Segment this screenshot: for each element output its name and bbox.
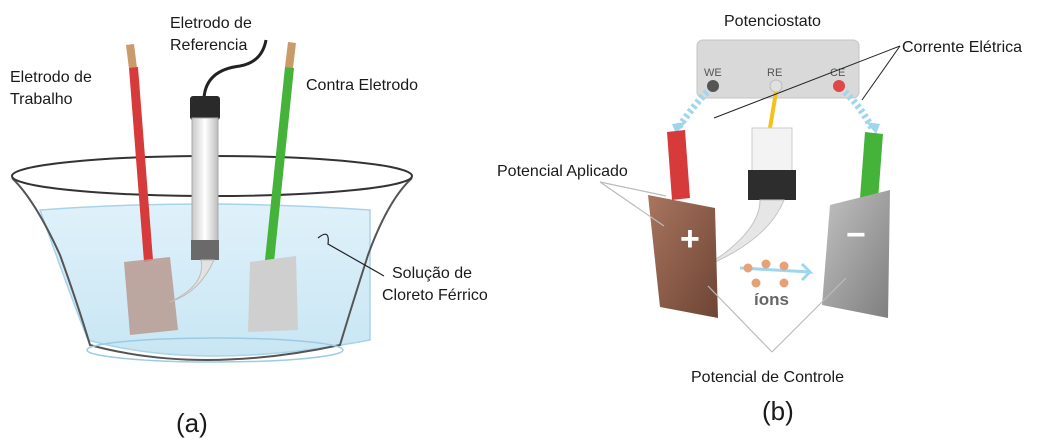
solution-label-line1: Solução de [392,265,472,282]
control-leader-1 [707,285,773,353]
we-lead [667,130,690,200]
cathode-minus-sign: − [846,216,866,254]
applied-leader-1 [599,181,667,197]
reference-electrode-cable [202,39,268,99]
working-electrode-label-line1: Eletrodo de [10,69,92,86]
solution-leader-line [317,233,385,277]
applied-potential-label: Potencial Aplicado [497,163,628,180]
terminal-we-label: WE [704,67,722,79]
ions-group: íons [739,259,814,309]
cathode-plate [822,190,890,318]
potentiostat-label: Potenciostato [724,13,821,30]
counter-electrode-label: Contra Eletrodo [306,77,418,94]
ion [779,261,789,271]
reference-electrode-cap [190,96,220,120]
control-potential-label: Potencial de Controle [691,369,844,386]
ref-electrode-b-capillary [705,199,785,267]
reference-electrode-label-line2: Referencia [170,37,247,54]
anode-plus-sign: + [680,220,700,258]
ion [779,278,789,288]
anode-plate [648,195,718,318]
terminal-ce-connector [833,80,845,92]
current-label: Corrente Elétrica [902,39,1022,56]
ions-arrow [739,262,814,282]
solution-label-line2: Cloreto Férrico [382,287,488,304]
ion [751,278,761,288]
ion [743,263,753,273]
reference-electrode-body [191,117,219,245]
working-electrode-label-line2: Trabalho [10,91,73,108]
ions-label: íons [754,290,789,309]
working-electrode-lead [129,67,153,262]
terminal-we-connector [707,80,719,92]
working-electrode-tip [126,44,137,69]
control-leader-2 [771,277,847,353]
working-electrode-plate [124,257,178,335]
terminal-re-connector [769,79,783,93]
current-leader-2 [861,45,901,101]
reference-electrode-junction [191,240,219,260]
panel-b: Potenciostato WE RE CE Corrente Elétrica… [497,13,1022,426]
reference-electrode-label-line1: Eletrodo de [170,15,252,32]
counter-electrode-lead [265,67,294,262]
luggin-capillary [169,259,215,303]
caption-b: (b) [762,396,794,426]
ref-electrode-b-band [748,170,796,200]
beaker-bottom [86,337,344,363]
panel-a: Eletrodo de Trabalho Eletrodo de Referen… [10,15,488,438]
counter-electrode-plate [248,256,298,332]
current-leader-1 [713,45,901,119]
ce-lead [860,132,883,200]
applied-leader-2 [599,181,665,227]
beaker [11,177,413,361]
ce-arrow-head [866,122,880,134]
we-arrow-head [672,122,686,134]
caption-a: (a) [176,408,208,438]
terminal-re-label: RE [767,67,782,79]
re-wire [768,91,778,129]
terminal-ce-label: CE [830,67,845,79]
counter-electrode-tip [285,42,296,68]
ref-electrode-b-body [751,127,793,175]
we-current-path [675,89,710,131]
ion [761,259,771,269]
potentiostat-box [696,39,860,99]
